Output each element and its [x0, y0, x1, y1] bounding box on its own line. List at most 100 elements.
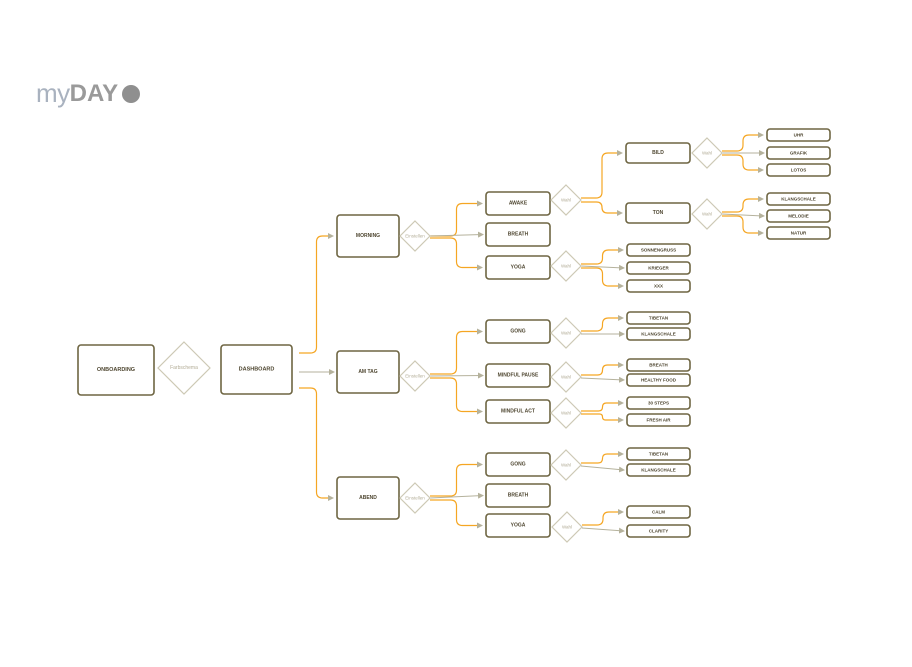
connector-m_yoga	[430, 237, 477, 269]
node-label: DASHBOARD	[239, 367, 275, 373]
decision-label: Farbschema	[170, 365, 198, 371]
node-label: CALM	[652, 510, 665, 515]
decision-label: Wahl	[561, 375, 571, 380]
node-label: BREATH	[508, 232, 529, 238]
node-box	[766, 146, 831, 160]
node-label: GRAFIK	[790, 151, 808, 156]
connector-a_breath	[429, 492, 484, 499]
node-morning[interactable]: MORNING	[336, 214, 400, 258]
node-box	[766, 209, 831, 223]
node-dashboard[interactable]: DASHBOARD	[220, 344, 293, 395]
node-label: LOTOS	[791, 168, 806, 173]
node-onboarding[interactable]: ONBOARDING	[77, 344, 155, 396]
logo-my: my	[36, 78, 70, 108]
node-label: TIBETAN	[649, 452, 668, 457]
arrowhead	[618, 283, 624, 289]
logo-dot-icon	[122, 84, 141, 103]
node-mindful-act[interactable]: MINDFUL ACT	[485, 399, 551, 424]
node-box	[77, 344, 155, 396]
node-box	[485, 483, 551, 508]
decision-label: Wahl	[702, 151, 712, 156]
arrowhead	[758, 196, 764, 202]
connector-natur	[722, 215, 758, 234]
node-label: AM TAG	[358, 369, 377, 375]
node-p-breath[interactable]: BREATH	[626, 358, 691, 372]
node-steps[interactable]: 30 STEPS	[626, 396, 691, 410]
decision-wahl-mindful-pause: Wahl	[550, 361, 582, 393]
connector-krieger	[580, 264, 625, 271]
node-awake[interactable]: AWAKE	[485, 191, 551, 216]
node-box	[485, 222, 551, 247]
node-box	[220, 344, 293, 395]
decision-wahl-mindful-act: Wahl	[550, 397, 582, 429]
node-box	[485, 319, 551, 344]
decision-label: Einstellen	[405, 496, 425, 501]
connector-tibetan1	[581, 317, 618, 332]
node-krieger[interactable]: KRIEGER	[626, 261, 691, 275]
node-a-yoga[interactable]: YOGA	[485, 513, 551, 538]
decision-diamond	[157, 341, 211, 395]
node-t-gong[interactable]: GONG	[485, 319, 551, 344]
node-box	[766, 163, 831, 177]
node-tibetan2[interactable]: TIBETAN	[626, 447, 691, 461]
node-melodie[interactable]: MELODIE	[766, 209, 831, 223]
node-label: SONNENGRUSS	[641, 248, 676, 253]
node-label: UHR	[794, 133, 804, 138]
connector-klangschale1	[722, 198, 758, 213]
node-xxx[interactable]: XXX	[626, 279, 691, 293]
node-ton[interactable]: TON	[625, 202, 691, 224]
node-natur[interactable]: NATUR	[766, 226, 831, 240]
decision-diamond	[550, 250, 582, 282]
connector-awake	[430, 202, 477, 237]
node-klangschale2[interactable]: KLANGSCHALE	[626, 327, 691, 341]
arrowhead	[617, 210, 623, 216]
node-label: GONG	[510, 329, 525, 335]
node-box	[626, 261, 691, 275]
node-label: GONG	[510, 462, 525, 468]
node-lotos[interactable]: LOTOS	[766, 163, 831, 177]
decision-label: Wahl	[561, 198, 571, 203]
decision-einstellen-abend: Einstellen	[399, 482, 431, 514]
decision-wahl-yoga: Wahl	[550, 250, 582, 282]
arrowhead	[618, 509, 624, 515]
node-sonnengruss[interactable]: SONNENGRUSS	[626, 243, 691, 257]
decision-label: Wahl	[561, 411, 571, 416]
node-label: BILD	[652, 150, 664, 156]
node-uhr[interactable]: UHR	[766, 128, 831, 142]
decision-diamond	[399, 220, 431, 252]
app-logo: my DAY	[36, 78, 141, 109]
node-tibetan1[interactable]: TIBETAN	[626, 311, 691, 325]
node-label: KRIEGER	[648, 266, 669, 271]
node-a-breath[interactable]: BREATH	[485, 483, 551, 508]
node-healthy-food[interactable]: HEALTHY FOOD	[626, 373, 691, 387]
node-m-yoga[interactable]: YOGA	[485, 255, 551, 280]
node-abend[interactable]: ABEND	[336, 476, 400, 520]
decision-diamond	[551, 511, 583, 543]
node-clarity[interactable]: CLARITY	[626, 524, 691, 538]
node-mindful-pause[interactable]: MINDFUL PAUSE	[485, 363, 551, 388]
node-box	[626, 327, 691, 341]
node-box	[766, 226, 831, 240]
node-calm[interactable]: CALM	[626, 505, 691, 519]
node-label: ONBOARDING	[97, 367, 135, 373]
node-label: FRESH AIR	[646, 418, 671, 423]
decision-diamond	[550, 449, 582, 481]
node-bild[interactable]: BILD	[625, 142, 691, 164]
node-klangschale3[interactable]: KLANGSCHALE	[626, 463, 691, 477]
node-label: TON	[653, 210, 664, 216]
connector-sonnengruss	[581, 249, 618, 265]
node-box	[626, 373, 691, 387]
decision-wahl-bild: Wahl	[691, 137, 723, 169]
decision-label: Wahl	[561, 331, 571, 336]
node-grafik[interactable]: GRAFIK	[766, 146, 831, 160]
node-a-gong[interactable]: GONG	[485, 452, 551, 477]
node-box	[485, 399, 551, 424]
node-klangschale1[interactable]: KLANGSCHALE	[766, 192, 831, 206]
decision-einstellen-am-tag: Einstellen	[399, 360, 431, 392]
decision-diamond	[550, 184, 582, 216]
decision-diamond	[691, 198, 723, 230]
node-m-breath[interactable]: BREATH	[485, 222, 551, 247]
node-fresh-air[interactable]: FRESH AIR	[626, 413, 691, 427]
node-am-tag[interactable]: AM TAG	[336, 350, 400, 394]
